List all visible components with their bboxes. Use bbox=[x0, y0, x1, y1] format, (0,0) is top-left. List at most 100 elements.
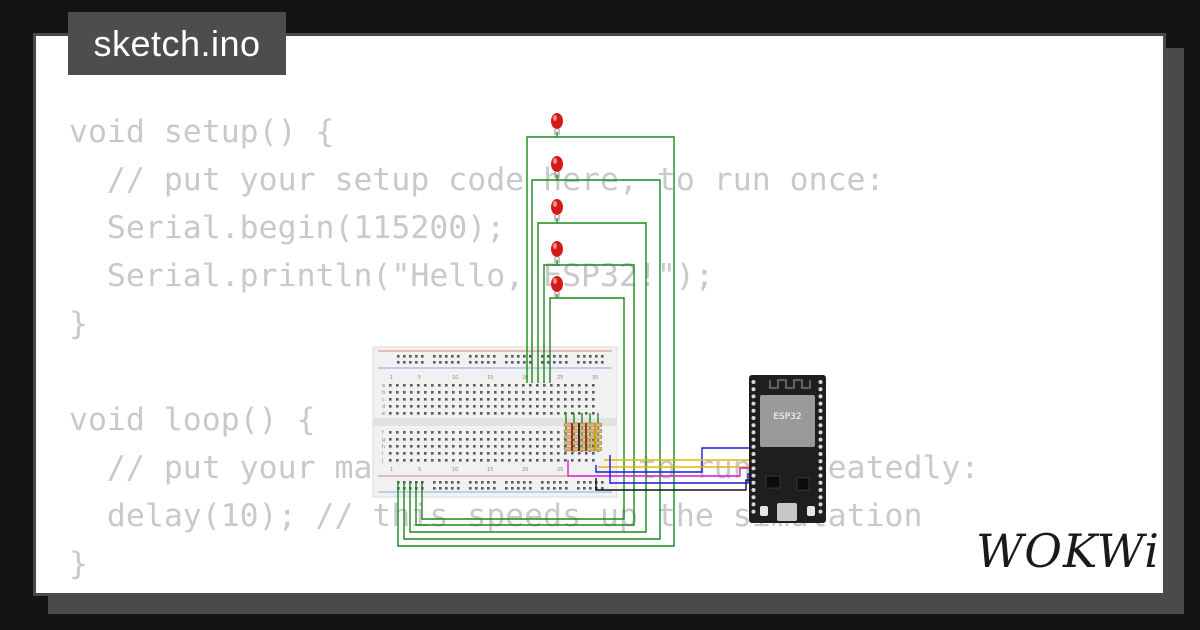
wire-blue[interactable] bbox=[609, 455, 754, 484]
column-number: 25 bbox=[557, 467, 563, 473]
esp32-pin bbox=[818, 495, 823, 500]
breadboard-hole bbox=[487, 452, 490, 455]
breadboard-hole bbox=[564, 391, 567, 394]
breadboard-hole bbox=[517, 355, 520, 358]
breadboard-hole bbox=[487, 438, 490, 441]
column-number: 25 bbox=[557, 375, 563, 381]
breadboard-hole bbox=[564, 459, 567, 462]
breadboard-hole bbox=[473, 412, 476, 415]
code-line: void setup() { bbox=[69, 114, 335, 150]
breadboard-hole bbox=[389, 452, 392, 455]
chip-label: ESP32 bbox=[773, 412, 801, 422]
breadboard-hole bbox=[571, 452, 574, 455]
wire-green[interactable] bbox=[421, 297, 625, 520]
breadboard-hole bbox=[451, 355, 454, 358]
breadboard-hole bbox=[494, 431, 497, 434]
breadboard-hole bbox=[445, 487, 448, 490]
breadboard-hole bbox=[439, 361, 442, 364]
file-tab[interactable]: sketch.ino bbox=[68, 12, 286, 75]
breadboard-hole bbox=[505, 481, 508, 484]
breadboard-hole bbox=[438, 384, 441, 387]
breadboard-hole bbox=[424, 445, 427, 448]
wire-green[interactable] bbox=[415, 264, 635, 526]
breadboard-hole bbox=[577, 481, 580, 484]
led[interactable] bbox=[551, 113, 563, 135]
breadboard-hole bbox=[487, 445, 490, 448]
breadboard-hole bbox=[585, 459, 588, 462]
resistor[interactable] bbox=[563, 422, 603, 428]
led[interactable] bbox=[551, 156, 563, 178]
leds[interactable] bbox=[551, 113, 563, 297]
breadboard-hole bbox=[445, 481, 448, 484]
led[interactable] bbox=[551, 276, 563, 297]
esp32-pin bbox=[818, 480, 823, 485]
breadboard-hole bbox=[522, 431, 525, 434]
breadboard-hole bbox=[505, 355, 508, 358]
resistor[interactable] bbox=[563, 428, 603, 434]
breadboard-hole bbox=[553, 361, 556, 364]
wire-green[interactable] bbox=[403, 179, 661, 540]
breadboard-hole bbox=[396, 431, 399, 434]
esp32-pin bbox=[751, 509, 756, 514]
breadboard-hole bbox=[480, 398, 483, 401]
resistor[interactable] bbox=[563, 440, 603, 446]
wire-blue[interactable] bbox=[595, 447, 754, 473]
breadboard-hole bbox=[536, 445, 539, 448]
breadboard-hole bbox=[438, 445, 441, 448]
led-wires[interactable] bbox=[397, 132, 675, 547]
breadboard-hole bbox=[571, 412, 574, 415]
breadboard-hole bbox=[475, 361, 478, 364]
resistors[interactable] bbox=[563, 422, 603, 452]
antenna-trace bbox=[769, 379, 811, 389]
usb-port[interactable] bbox=[777, 503, 797, 521]
breadboard-hole bbox=[403, 384, 406, 387]
breadboard-hole bbox=[487, 384, 490, 387]
led[interactable] bbox=[551, 241, 563, 263]
breadboard-hole bbox=[417, 452, 420, 455]
breadboard-hole bbox=[523, 361, 526, 364]
breadboard-hole bbox=[571, 391, 574, 394]
breadboard-hole bbox=[410, 412, 413, 415]
breadboard-hole bbox=[452, 459, 455, 462]
breadboard-hole bbox=[565, 361, 568, 364]
breadboard-hole bbox=[487, 412, 490, 415]
breadboard-hole bbox=[536, 384, 539, 387]
column-number: 15 bbox=[487, 375, 493, 381]
wire-black[interactable] bbox=[595, 478, 754, 491]
breadboard-hole bbox=[409, 481, 412, 484]
row-letter: b bbox=[382, 390, 385, 396]
wire-green[interactable] bbox=[397, 136, 675, 547]
breadboard-hole bbox=[543, 438, 546, 441]
breadboard-hole bbox=[494, 398, 497, 401]
wire-green[interactable] bbox=[409, 222, 647, 533]
breadboard-hole bbox=[396, 412, 399, 415]
breadboard-hole bbox=[466, 459, 469, 462]
breadboard-hole bbox=[459, 391, 462, 394]
signal-wires[interactable] bbox=[567, 447, 754, 491]
resistor[interactable] bbox=[563, 446, 603, 452]
breadboard-hole bbox=[559, 481, 562, 484]
breadboard-hole bbox=[389, 459, 392, 462]
breadboard[interactable]: 1 5 10 15 20 25 30 1 5 10 15 20 25 a b c… bbox=[372, 346, 618, 498]
reset-button[interactable] bbox=[807, 506, 815, 516]
breadboard-hole bbox=[451, 481, 454, 484]
breadboard-hole bbox=[438, 431, 441, 434]
wire-magenta[interactable] bbox=[567, 460, 754, 477]
breadboard-hole bbox=[543, 384, 546, 387]
breadboard-hole bbox=[431, 431, 434, 434]
led[interactable] bbox=[551, 199, 563, 221]
esp32-board[interactable]: ESP32 bbox=[749, 375, 826, 523]
esp32-pin bbox=[818, 380, 823, 384]
code-line: } bbox=[69, 306, 88, 342]
breadboard-hole bbox=[522, 398, 525, 401]
breadboard-hole bbox=[459, 431, 462, 434]
breadboard-hole bbox=[438, 405, 441, 408]
breadboard-hole bbox=[417, 431, 420, 434]
breadboard-hole bbox=[452, 431, 455, 434]
boot-button[interactable] bbox=[760, 506, 768, 516]
breadboard-hole bbox=[557, 391, 560, 394]
breadboard-hole bbox=[487, 405, 490, 408]
column-number: 5 bbox=[418, 467, 421, 473]
breadboard-hole bbox=[410, 431, 413, 434]
resistor[interactable] bbox=[563, 434, 603, 440]
